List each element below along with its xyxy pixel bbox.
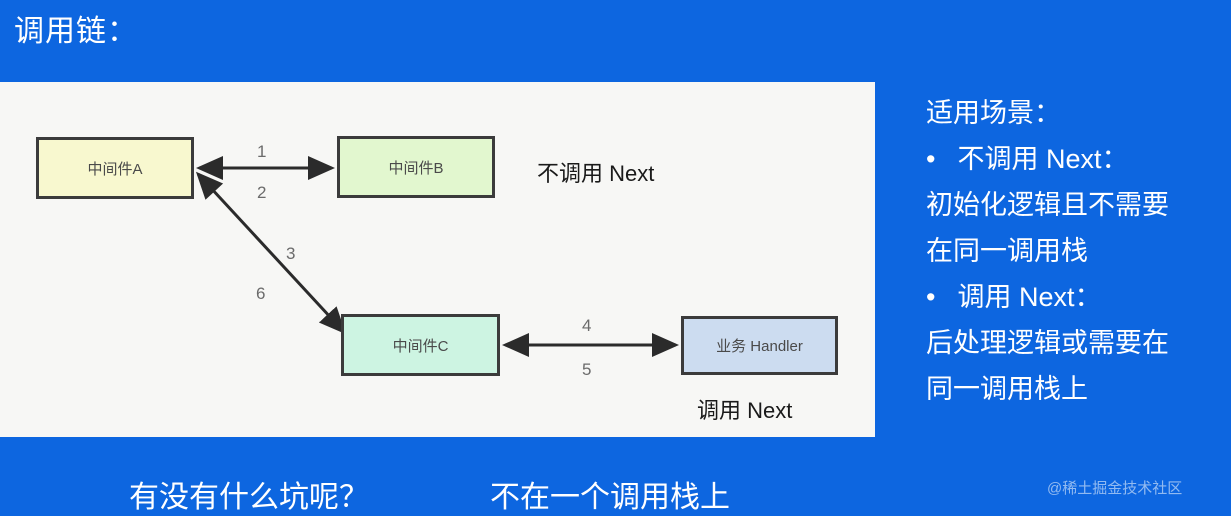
- edge-label-2: 2: [257, 183, 267, 202]
- edge-label-6: 6: [256, 284, 266, 303]
- use-cases-panel: 适用场景： • 不调用 Next： 初始化逻辑且不需要 在同一调用栈 • 调用 …: [926, 100, 1231, 422]
- use-case-detail-line: 在同一调用栈: [926, 236, 1088, 266]
- edge-label-3: 3: [286, 244, 296, 263]
- watermark: @稀土掘金技术社区: [1047, 480, 1183, 497]
- node-label: 中间件A: [87, 160, 143, 178]
- edge-label-5: 5: [582, 360, 592, 379]
- bullet-dot-icon: •: [926, 282, 936, 312]
- bullet-dot-icon: •: [926, 144, 936, 174]
- use-case-title: 不调用 Next：: [957, 144, 1129, 174]
- node-middleware-a[interactable]: 中间件A: [36, 137, 194, 199]
- use-cases-heading: 适用场景：: [926, 98, 1061, 128]
- use-case-bullet-call-next: • 调用 Next：: [926, 284, 1231, 311]
- node-business-handler[interactable]: 业务 Handler: [681, 316, 838, 375]
- use-case-detail-line: 后处理逻辑或需要在: [926, 328, 1169, 358]
- call-chain-diagram-panel: 中间件A 中间件B 中间件C 业务 Handler 1 2 3 6 4 5 不调…: [0, 82, 875, 437]
- bottom-answer: 不在一个调用栈上: [490, 481, 730, 514]
- use-case-detail-line: 同一调用栈上: [926, 374, 1088, 404]
- bottom-question: 有没有什么坑呢？: [129, 481, 369, 514]
- edge-label-4: 4: [582, 316, 592, 335]
- node-middleware-c[interactable]: 中间件C: [341, 314, 500, 376]
- page-title: 调用链：: [14, 15, 138, 48]
- use-case-title: 调用 Next：: [957, 282, 1102, 312]
- node-label: 业务 Handler: [716, 338, 803, 355]
- node-label: 中间件B: [388, 159, 444, 177]
- node-middleware-b[interactable]: 中间件B: [337, 136, 495, 198]
- diagram-note-no-next: 不调用 Next: [537, 161, 655, 186]
- diagram-note-call-next: 调用 Next: [697, 398, 793, 423]
- node-label: 中间件C: [392, 337, 449, 355]
- use-case-bullet-no-next: • 不调用 Next：: [926, 146, 1231, 173]
- edge-label-1: 1: [257, 142, 267, 161]
- use-case-detail-line: 初始化逻辑且不需要: [926, 190, 1169, 220]
